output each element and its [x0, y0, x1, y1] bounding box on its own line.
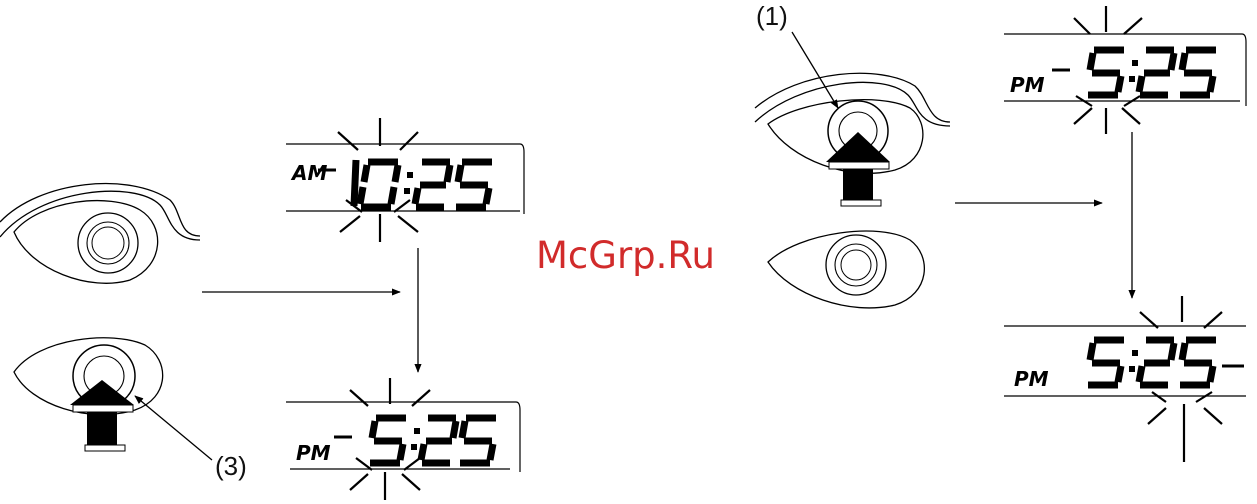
lcd-digits — [1088, 50, 1216, 95]
watermark: McGrp.Ru — [536, 234, 715, 277]
lcd-digits — [354, 160, 492, 207]
lcd-display-2: PM — [286, 378, 520, 500]
period-indicator: PM — [1010, 73, 1045, 97]
lcd-digits — [1088, 340, 1216, 385]
period-indicator: AM — [290, 161, 327, 185]
lcd-display-1: AM — [286, 118, 524, 242]
button-panel-top-left — [0, 184, 200, 284]
lcd-digits — [370, 418, 496, 463]
lcd-display-3: PM — [1004, 6, 1246, 134]
button-panel-bottom-right — [768, 231, 924, 308]
period-indicator: PM — [296, 441, 331, 465]
pointer-arrow-3 — [135, 396, 212, 460]
press-arrow-icon — [70, 380, 134, 451]
button-panel-bottom-left — [14, 338, 163, 451]
step-label-3: (3) — [215, 451, 247, 481]
round-button-icon — [826, 235, 886, 295]
button-panel-top-right — [755, 73, 950, 206]
blink-rays-icon — [338, 118, 418, 242]
pointer-arrow-1 — [792, 32, 838, 108]
press-arrow-icon — [826, 132, 890, 206]
step-label-1: (1) — [756, 1, 788, 31]
period-indicator: PM — [1014, 367, 1049, 391]
lcd-display-4: PM — [1004, 296, 1246, 462]
round-button-icon — [78, 213, 138, 273]
